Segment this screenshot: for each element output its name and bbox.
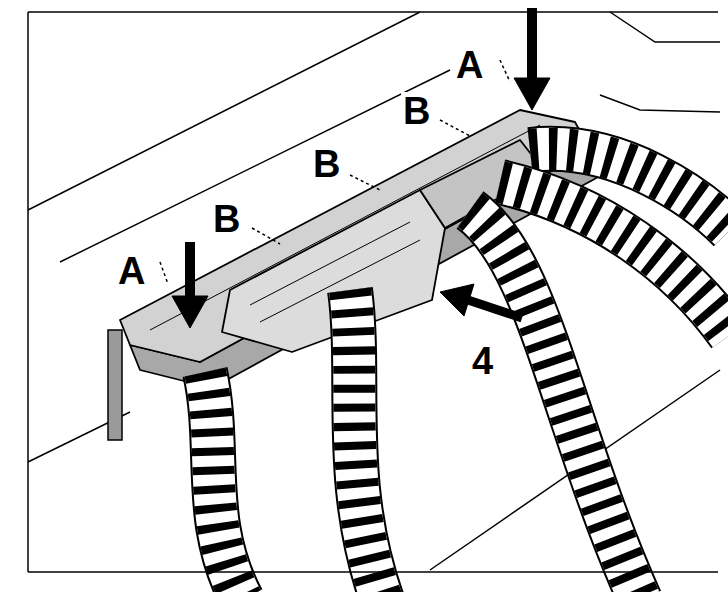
support-post [108, 330, 122, 440]
part-letter: B [211, 200, 242, 238]
part-letter: A [454, 46, 485, 84]
leader-dashes [160, 60, 510, 284]
wrapped-cables [205, 149, 728, 592]
part-letter: A [116, 252, 147, 290]
part-letter: B [311, 145, 342, 183]
direction-arrows [172, 8, 550, 328]
callout-number: 4 [470, 342, 495, 380]
figure-frame [28, 12, 718, 572]
part-letter: B [401, 92, 432, 130]
